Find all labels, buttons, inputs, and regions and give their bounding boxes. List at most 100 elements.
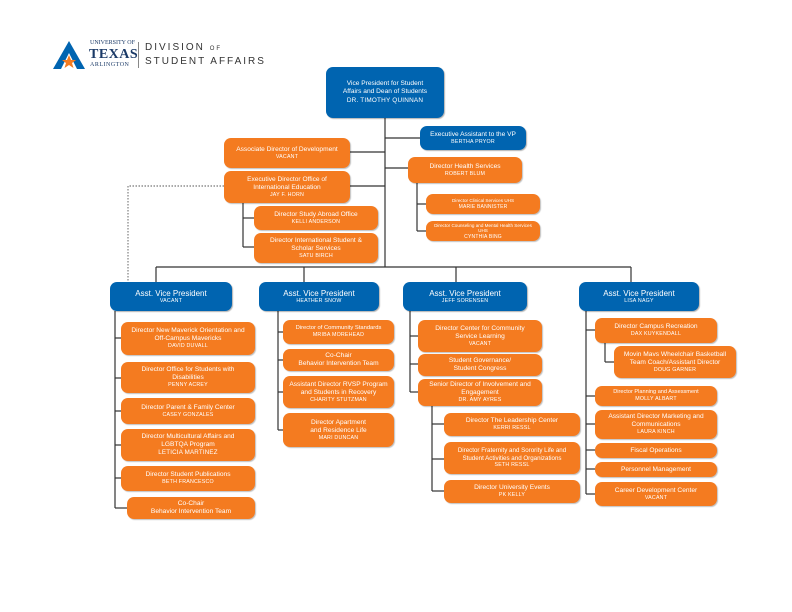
avp1-title: Asst. Vice President (135, 288, 207, 298)
item-title: Director Multicultural Affairs and LGBTQ… (141, 433, 235, 449)
avp3-item: Student Governance/ Student Congress (418, 354, 542, 376)
avp1-item: Director New Maverick Orientation and Of… (121, 322, 255, 355)
exec-assistant-title: Executive Assistant to the VP (430, 130, 516, 138)
avp4-item: Movin Mavs Wheelchair Basketball Team Co… (614, 346, 736, 378)
item-title: Student Governance/ Student Congress (448, 357, 512, 372)
logo-divider (138, 42, 139, 68)
item-title: Career Development Center (614, 486, 698, 494)
item-name: CASEY GONZALES (162, 411, 214, 418)
uta-univ-of: UNIVERSITY OF (90, 40, 135, 46)
item-title: Co-Chair (177, 500, 205, 508)
item-name: Behavior Intervention Team (298, 360, 379, 367)
avp2-item: Assistant Director RVSP Program and Stud… (283, 376, 394, 408)
item-title: Assistant Director RVSP Program and Stud… (289, 380, 388, 396)
avp2-item: Director Apartment and Residence Life MA… (283, 413, 394, 447)
avp1-item: Director Student Publications BETH FRANC… (121, 466, 255, 491)
avp1-box: Asst. Vice President VACANT (110, 282, 232, 311)
exec-intl-ed-name: JAY F. HORN (269, 191, 305, 198)
avp4-item: Assistant Director Marketing and Communi… (595, 410, 717, 439)
item-title: Director Parent & Family Center (141, 403, 235, 411)
item-name: PENNY ACREY (168, 382, 208, 389)
student-affairs-label: STUDENT AFFAIRS (145, 56, 266, 67)
item-name: Behavior Intervention Team (150, 508, 232, 515)
study-abroad-title: Director Study Abroad Office (274, 210, 358, 218)
health-services-title: Director Health Services (429, 162, 501, 170)
uta-arlington: ARLINGTON (90, 62, 130, 68)
assoc-dev-name: VACANT (275, 153, 299, 160)
counseling-box: Director Counseling and Mental Health Se… (426, 221, 540, 241)
avp4-item: Director Campus Recreation DAX KUYKENDAL… (595, 318, 717, 343)
avp3-title: Asst. Vice President (429, 288, 501, 298)
avp1-item: Director Office for Students with Disabi… (121, 362, 255, 393)
avp3-subitem: Director The Leadership Center KERRI RES… (444, 413, 580, 436)
intl-student-title: Director International Student & Scholar… (270, 236, 362, 252)
study-abroad-name: KELLI ANDERSON (291, 218, 341, 225)
item-name: DAVID DUVALL (168, 343, 208, 350)
counseling-title: Director Counseling and Mental Health Se… (434, 222, 532, 234)
avp3-name: JEFF SORENSEN (441, 298, 489, 305)
clinical-services-title: Director Clinical Services UHS (451, 198, 515, 204)
exec-intl-ed-title: Executive Director Office of Internation… (247, 175, 327, 191)
avp3-subitem: Director University Events PK KELLY (444, 480, 580, 503)
item-name: CHARITY STUTZMAN (310, 396, 367, 403)
counseling-name: CYNTHIA BING (464, 233, 502, 240)
item-title: Director University Events (474, 484, 550, 492)
item-name: DAX KUYKENDALL (630, 331, 682, 338)
intl-student-name: SATU BIRCH (299, 252, 333, 259)
item-title: Director Fraternity and Sorority Life an… (457, 447, 567, 462)
avp4-item: Personnel Management (595, 462, 717, 477)
item-name: KERRI RESSL (493, 425, 531, 432)
avp4-item: Career Development Center VACANT (595, 482, 717, 506)
avp2-item: Director of Community Standards MRIBA MO… (283, 320, 394, 344)
avp1-item: Director Multicultural Affairs and LGBTQ… (121, 429, 255, 461)
avp3-item: Senior Director of Involvement and Engag… (418, 379, 542, 406)
item-title: Director Campus Recreation (614, 323, 698, 331)
avp4-item: Director Planning and Assessment MOLLY A… (595, 386, 717, 406)
exec-assistant-name: BERTHA PRYOR (451, 138, 495, 145)
avp2-item: Co-Chair Behavior Intervention Team (283, 349, 394, 371)
item-name: DOUG GARNER (653, 366, 697, 373)
item-name: MOLLY ALBART (635, 396, 677, 403)
avp3-box: Asst. Vice President JEFF SORENSEN (403, 282, 527, 311)
item-title: Fiscal Operations (630, 446, 682, 454)
item-title: Co-Chair (325, 352, 352, 360)
item-title: Personnel Management (620, 465, 691, 473)
clinical-services-box: Director Clinical Services UHS MARIE BAN… (426, 194, 540, 214)
health-services-name: ROBERT BLUM (444, 170, 486, 177)
item-title: Director Planning and Assessment (613, 389, 699, 396)
avp1-item: Director Parent & Family Center CASEY GO… (121, 398, 255, 424)
exec-intl-ed-box: Executive Director Office of Internation… (224, 171, 350, 203)
item-title: Director The Leadership Center (465, 417, 559, 425)
item-title: Assistant Director Marketing and Communi… (608, 413, 704, 429)
item-name: SETH RESSL (494, 462, 530, 469)
item-name: MRIBA MOREHEAD (312, 332, 365, 339)
item-name: MARI DUNCAN (318, 434, 359, 441)
health-services-box: Director Health Services ROBERT BLUM (408, 157, 522, 183)
vp-name: DR. TIMOTHY QUINNAN (346, 97, 424, 105)
division-label: DIVISION OF (145, 42, 223, 53)
item-title: Director Student Publications (145, 471, 231, 479)
avp4-box: Asst. Vice President LISA NAGY (579, 282, 699, 311)
assoc-dev-box: Associate Director of Development VACANT (224, 138, 350, 168)
uta-texas: TEXAS (89, 47, 139, 62)
study-abroad-box: Director Study Abroad Office KELLI ANDER… (254, 206, 378, 230)
item-title: Movin Mavs Wheelchair Basketball Team Co… (623, 350, 727, 366)
avp3-subitem: Director Fraternity and Sorority Life an… (444, 442, 580, 474)
vp-title: Vice President for Student Affairs and D… (342, 80, 428, 96)
item-name: LAURA KINCH (637, 429, 675, 436)
vp-box: Vice President for Student Affairs and D… (326, 67, 444, 118)
item-title: Director Apartment and Residence Life (310, 418, 367, 434)
avp4-item: Fiscal Operations (595, 443, 717, 458)
avp4-name: LISA NAGY (624, 298, 654, 305)
intl-student-box: Director International Student & Scholar… (254, 233, 378, 263)
item-title: Director Office for Students with Disabi… (141, 366, 235, 382)
item-name: PK KELLY (498, 492, 526, 499)
item-title: Director New Maverick Orientation and Of… (131, 327, 245, 343)
item-name: DR. AMY AYRES (458, 397, 502, 404)
avp4-title: Asst. Vice President (603, 288, 675, 298)
item-name: VACANT (468, 340, 492, 347)
item-title: Director of Community Standards (295, 325, 382, 332)
item-title: Director Center for Community Service Le… (435, 324, 525, 340)
uta-a-star-icon (53, 41, 85, 69)
